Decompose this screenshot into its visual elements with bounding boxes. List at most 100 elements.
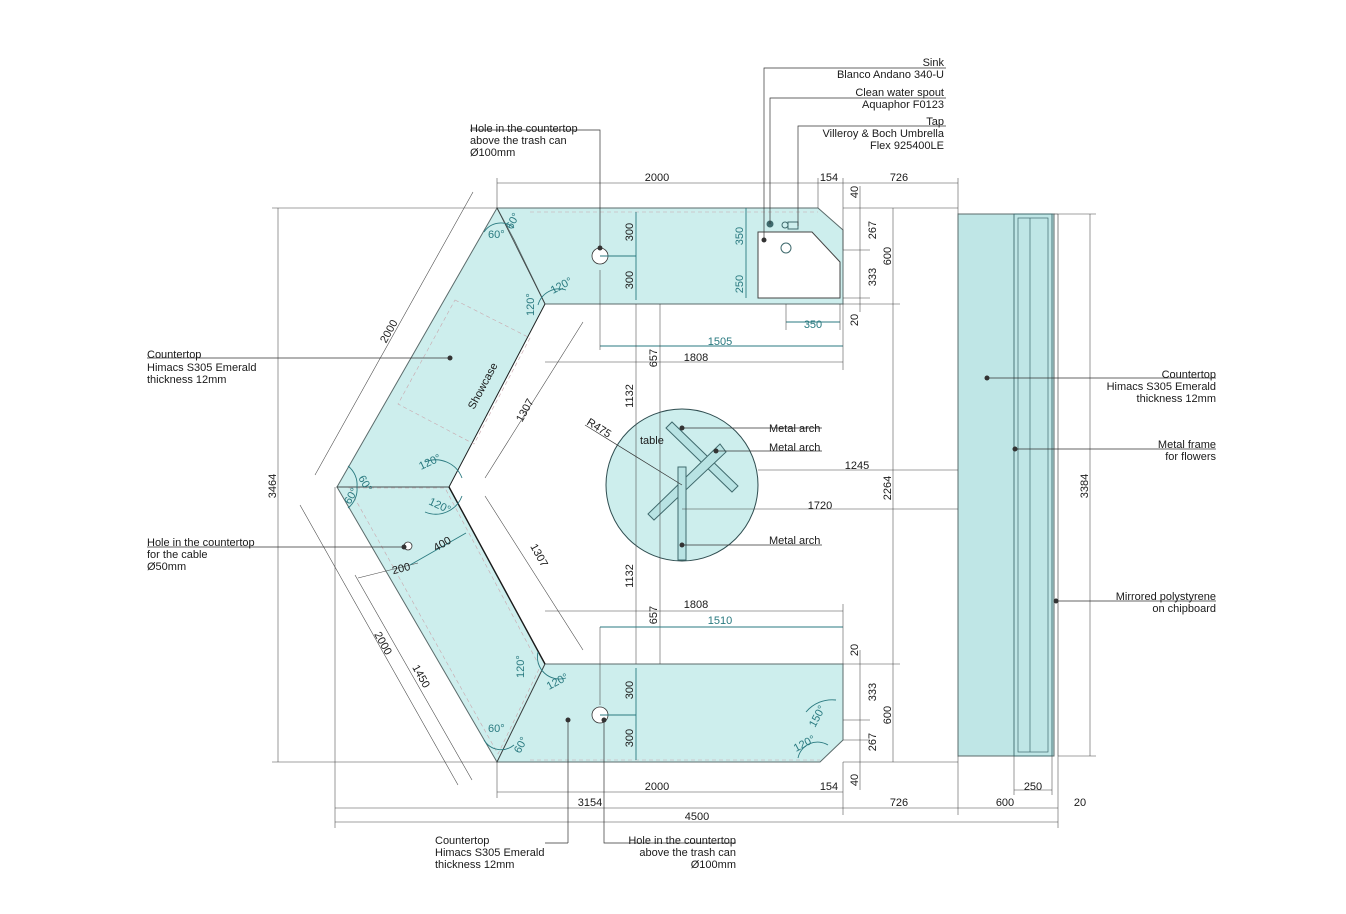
dim-hole-300d: 300 <box>624 729 636 747</box>
dim-diag-1307-bot: 1307 <box>527 542 549 569</box>
countertop-bottom-line3: thickness 12mm <box>435 859 514 871</box>
dim-top-154: 154 <box>820 172 838 184</box>
dim-200: 200 <box>391 561 412 577</box>
callout-countertop-right: Countertop Himacs S305 Emerald thickness… <box>1107 369 1216 405</box>
metal-arch-label-1: Metal arch <box>769 423 820 435</box>
countertop-right-line2: Himacs S305 Emerald <box>1107 381 1216 393</box>
countertop-right-line1: Countertop <box>1162 369 1216 381</box>
countertop-inner-edges <box>337 207 546 763</box>
dimension-labels: 2000 154 726 40 267 333 600 20 350 250 3… <box>267 172 1091 823</box>
metal-arch-label-3: Metal arch <box>769 535 820 547</box>
dim-bot-267: 267 <box>867 733 879 751</box>
tap-model-line2: Flex 925400LE <box>870 140 944 152</box>
leader-lines <box>147 67 1216 844</box>
spout-title: Clean water spout <box>855 87 944 99</box>
dim-1505: 1505 <box>708 336 732 348</box>
round-table <box>605 408 759 562</box>
hole-top-line2: above the trash can <box>470 135 567 147</box>
callout-countertop-left: Countertop Himacs S305 Emerald thickness… <box>147 349 256 386</box>
dim-hole-300a: 300 <box>624 223 636 241</box>
callout-countertop-bottom: Countertop Himacs S305 Emerald thickness… <box>435 835 544 871</box>
sink-title: Sink <box>923 57 945 69</box>
dim-right-3384: 3384 <box>1079 474 1091 498</box>
dim-bot-600w: 600 <box>996 797 1014 809</box>
countertop-bottom-arm <box>496 663 844 763</box>
callout-spout: Clean water spout Aquaphor F0123 <box>855 87 944 111</box>
dim-top-40: 40 <box>849 186 861 198</box>
countertop-left-line1: Countertop <box>147 349 201 361</box>
metal-arch-label-2: Metal arch <box>769 442 820 454</box>
tap-model-line1: Villeroy & Boch Umbrella <box>823 128 945 140</box>
dim-top-2000: 2000 <box>645 172 669 184</box>
countertop-right-line3: thickness 12mm <box>1137 393 1216 405</box>
dim-bot-600: 600 <box>882 706 894 724</box>
callout-tap: Tap Villeroy & Boch Umbrella Flex 925400… <box>823 116 945 152</box>
dim-bot-726: 726 <box>890 797 908 809</box>
dim-hole-300b: 300 <box>624 271 636 289</box>
dim-diag-1307-top: 1307 <box>514 397 536 424</box>
dim-1510: 1510 <box>708 615 732 627</box>
dim-2264: 2264 <box>882 476 894 500</box>
cable-hole-line1: Hole in the countertop <box>147 537 255 549</box>
dim-bot-40: 40 <box>849 774 861 786</box>
hole-bottom-line2: above the trash can <box>639 847 736 859</box>
dim-1808-top: 1808 <box>684 352 708 364</box>
countertop-top-arm <box>496 207 844 305</box>
countertop-left-line3: thickness 12mm <box>147 374 226 386</box>
hole-top-line3: Ø100mm <box>470 147 515 159</box>
dim-bot-4500: 4500 <box>685 811 709 823</box>
dim-1720: 1720 <box>808 500 832 512</box>
table-label: table <box>640 435 664 447</box>
dim-1808-bot: 1808 <box>684 599 708 611</box>
hole-bottom-line3: Ø100mm <box>691 859 736 871</box>
sink-model: Blanco Andano 340-U <box>837 69 944 81</box>
angle-120-e: 120° <box>515 655 527 678</box>
dim-sink-350v: 350 <box>734 227 746 245</box>
dim-bot-333: 333 <box>867 683 879 701</box>
angle-60-e: 60° <box>488 723 505 735</box>
dim-bot-3154: 3154 <box>578 797 602 809</box>
dim-diag-2000-bot: 2000 <box>371 630 393 657</box>
countertop-bottom-line2: Himacs S305 Emerald <box>435 847 544 859</box>
dim-1132-bot: 1132 <box>624 564 636 588</box>
dim-657-top: 657 <box>648 349 660 367</box>
dim-bot-250: 250 <box>1024 781 1042 793</box>
dimension-lines <box>272 178 1096 828</box>
dim-bot-20w: 20 <box>1074 797 1086 809</box>
mirrored-line1: Mirrored polystyrene <box>1116 591 1216 603</box>
metal-frame-line2: for flowers <box>1165 451 1216 463</box>
callout-metal-frame: Metal frame for flowers <box>1158 439 1217 463</box>
callout-hole-bottom: Hole in the countertop above the trash c… <box>628 835 736 871</box>
countertop-bottom-line1: Countertop <box>435 835 489 847</box>
dim-top-726: 726 <box>890 172 908 184</box>
dim-right-20: 20 <box>849 314 861 326</box>
hole-bottom-line1: Hole in the countertop <box>628 835 736 847</box>
dim-bot-20: 20 <box>849 644 861 656</box>
mirrored-line2: on chipboard <box>1152 603 1216 615</box>
angle-120-b: 120° <box>525 293 537 316</box>
cable-hole-line2: for the cable <box>147 549 208 561</box>
dim-1245: 1245 <box>845 460 869 472</box>
dim-left-3464: 3464 <box>267 474 279 498</box>
cable-hole-line3: Ø50mm <box>147 561 186 573</box>
radius-label: R475 <box>584 416 613 440</box>
dim-bot-2000: 2000 <box>645 781 669 793</box>
dim-hole-300c: 300 <box>624 681 636 699</box>
dim-right-600: 600 <box>882 247 894 265</box>
dim-1132-top: 1132 <box>624 384 636 408</box>
dim-right-267: 267 <box>867 221 879 239</box>
metal-frame-line1: Metal frame <box>1158 439 1216 451</box>
callout-sink: Sink Blanco Andano 340-U <box>837 57 945 81</box>
countertop-left-line2: Himacs S305 Emerald <box>147 362 256 374</box>
dim-diag-2000-top: 2000 <box>378 318 400 345</box>
countertop-right-panel <box>957 213 1059 757</box>
callout-hole-top: Hole in the countertop above the trash c… <box>470 123 578 159</box>
callout-mirrored: Mirrored polystyrene on chipboard <box>1116 591 1216 615</box>
spout-model: Aquaphor F0123 <box>862 99 944 111</box>
angle-60-a: 60° <box>488 229 505 241</box>
dim-right-333: 333 <box>867 268 879 286</box>
hole-top-line1: Hole in the countertop <box>470 123 578 135</box>
dim-bot-154: 154 <box>820 781 838 793</box>
tap-title: Tap <box>926 116 944 128</box>
